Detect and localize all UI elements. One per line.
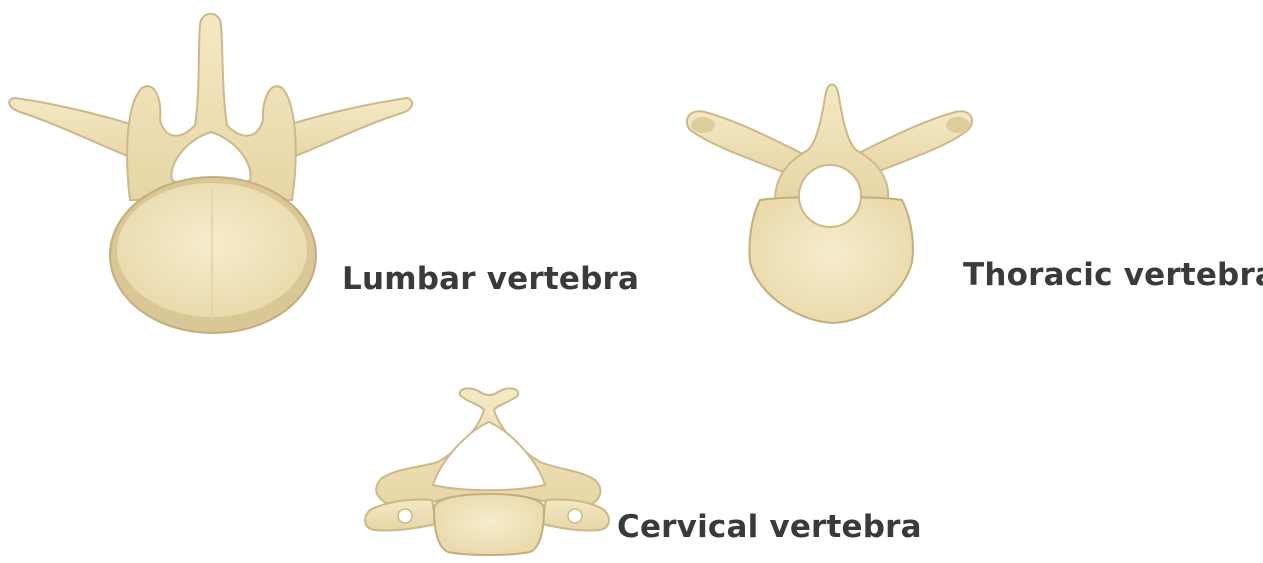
- lumbar-vertebra-label: Lumbar vertebra: [342, 261, 639, 297]
- cervical-vertebra: [365, 388, 609, 555]
- thoracic-costal-facet-right: [946, 117, 970, 133]
- thoracic-vertebral-foramen: [799, 165, 861, 227]
- cervical-vertebral-foramen: [433, 422, 545, 490]
- thoracic-costal-facet-left: [691, 117, 715, 133]
- cervical-transverse-foramen-right: [568, 509, 582, 523]
- cervical-vertebra-label: Cervical vertebra: [617, 509, 922, 545]
- cervical-vertebral-body: [434, 494, 544, 555]
- thoracic-vertebra: [687, 85, 972, 324]
- thoracic-vertebra-label: Thoracic vertebra: [963, 257, 1263, 293]
- cervical-transverse-foramen-left: [398, 509, 412, 523]
